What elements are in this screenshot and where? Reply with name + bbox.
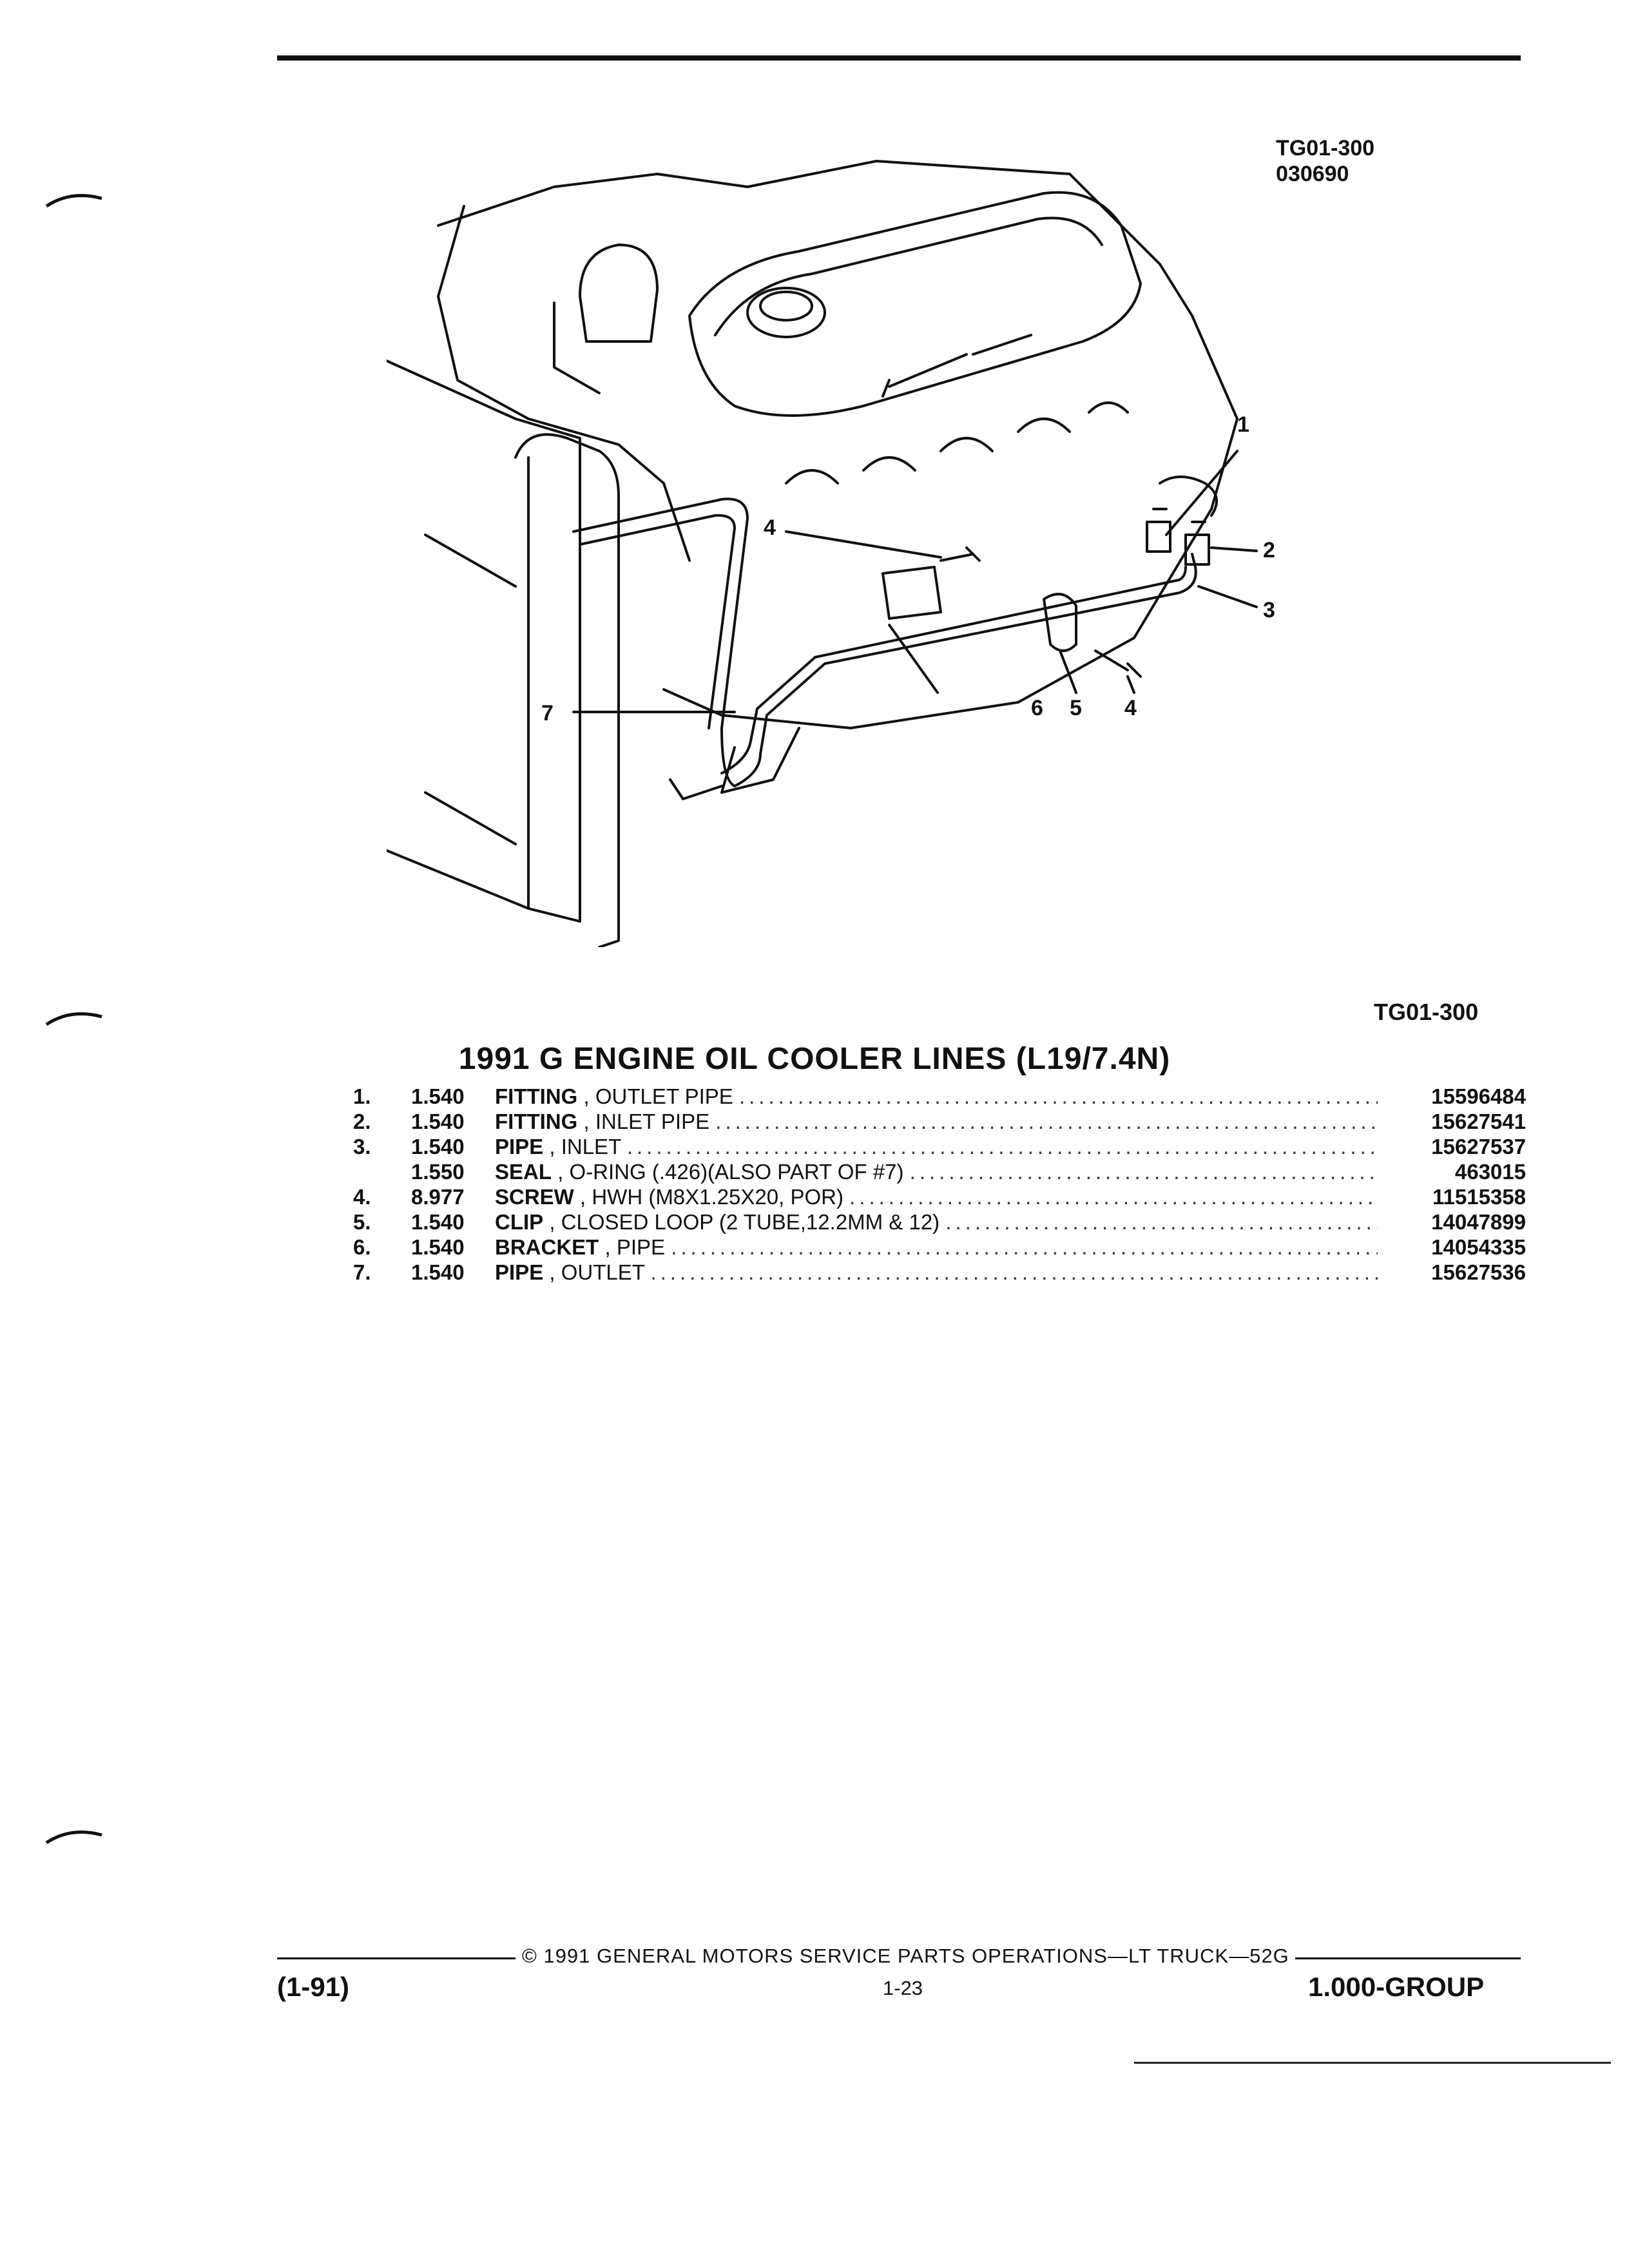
part-description: SEAL , O-RING (.426)(ALSO PART OF #7) ..… — [495, 1160, 1378, 1184]
group-number: 1.540 — [411, 1084, 465, 1108]
parts-list-row: 1.550 SEAL , O-RING (.426)(ALSO PART OF … — [353, 1159, 1526, 1184]
part-detail: , PIPE — [599, 1235, 666, 1259]
callout-label: 7 — [541, 701, 554, 726]
part-detail: , INLET — [543, 1135, 621, 1158]
part-name: SEAL — [495, 1160, 552, 1184]
footer-date: (1-91) — [277, 1972, 350, 2002]
part-detail: , OUTLET — [543, 1260, 645, 1284]
part-number: 11515358 — [1432, 1185, 1526, 1209]
part-detail: , CLOSED LOOP (2 TUBE,12.2MM & 12) — [543, 1210, 940, 1234]
part-description: CLIP , CLOSED LOOP (2 TUBE,12.2MM & 12) … — [495, 1210, 1378, 1234]
group-number: 1.540 — [411, 1235, 465, 1259]
figure-id: TG01-300 — [1374, 999, 1479, 1025]
footer-copyright: © 1991 GENERAL MOTORS SERVICE PARTS OPER… — [522, 1945, 1289, 1967]
callout-label: 2 — [1263, 538, 1275, 562]
footer-group: 1.000-GROUP — [1308, 1972, 1485, 2002]
part-number: 14054335 — [1431, 1235, 1526, 1259]
callout-label: 4 — [1124, 696, 1137, 720]
part-description: SCREW , HWH (M8X1.25X20, POR) ..........… — [495, 1185, 1378, 1209]
item-number: 7. — [353, 1260, 371, 1284]
footer-rule-left — [277, 1957, 516, 1959]
callout-label: 3 — [1263, 598, 1275, 622]
group-number: 1.540 — [411, 1210, 465, 1234]
parts-list-row: 1. 1.540 FITTING , OUTLET PIPE .........… — [353, 1084, 1526, 1109]
drawing-number: TG01-300 — [1276, 136, 1375, 160]
part-number: 463015 — [1454, 1160, 1526, 1184]
page-number: 1-23 — [883, 1977, 923, 1999]
callout-label: 1 — [1237, 412, 1249, 437]
part-number: 15627536 — [1431, 1260, 1526, 1284]
part-description: FITTING , INLET PIPE ...................… — [495, 1110, 1378, 1133]
part-number: 15596484 — [1431, 1084, 1526, 1108]
parts-list-row: 6. 1.540 BRACKET , PIPE ................… — [353, 1235, 1526, 1260]
item-number: 3. — [353, 1135, 371, 1158]
part-description: FITTING , OUTLET PIPE ..................… — [495, 1084, 1378, 1108]
part-description: PIPE , INLET ...........................… — [495, 1135, 1378, 1158]
callout-label: 5 — [1070, 696, 1082, 720]
callout-label: 6 — [1031, 696, 1043, 720]
part-detail: , HWH (M8X1.25X20, POR) — [574, 1185, 843, 1209]
part-detail: , INLET PIPE — [577, 1110, 710, 1133]
part-name: FITTING — [495, 1084, 578, 1108]
footer-rule-right — [1295, 1957, 1521, 1959]
drawing-date-code: 030690 — [1276, 162, 1349, 186]
item-number: 5. — [353, 1210, 371, 1234]
part-number: 15627541 — [1431, 1110, 1526, 1133]
parts-list-row: 4. 8.977 SCREW , HWH (M8X1.25X20, POR) .… — [353, 1184, 1526, 1209]
parts-list-row: 3. 1.540 PIPE , INLET ..................… — [353, 1134, 1526, 1159]
item-number: 1. — [353, 1084, 371, 1108]
part-name: PIPE — [495, 1135, 544, 1158]
parts-list-row: 7. 1.540 PIPE , OUTLET .................… — [353, 1260, 1526, 1285]
group-number: 1.540 — [411, 1260, 465, 1284]
part-detail: , O-RING (.426)(ALSO PART OF #7) — [552, 1160, 904, 1184]
parts-list-row: 5. 1.540 CLIP , CLOSED LOOP (2 TUBE,12.2… — [353, 1209, 1526, 1235]
group-number: 8.977 — [411, 1185, 465, 1209]
group-number: 1.550 — [411, 1160, 465, 1184]
part-name: PIPE — [495, 1260, 544, 1284]
group-number: 1.540 — [411, 1135, 465, 1158]
item-number: 2. — [353, 1110, 371, 1133]
bottom-rule — [1134, 2062, 1611, 2064]
engine-oil-cooler-diagram: 1 2 3 4 4 5 6 7 — [385, 148, 1405, 948]
scan-mark — [45, 1831, 102, 1845]
item-number: 6. — [353, 1235, 371, 1259]
group-number: 1.540 — [411, 1110, 465, 1133]
drawing-reference: TG01-300 030690 — [1276, 135, 1374, 187]
page-title: 1991 G ENGINE OIL COOLER LINES (L19/7.4N… — [458, 1042, 1171, 1076]
callout-label: 4 — [764, 515, 776, 540]
part-name: SCREW — [495, 1185, 574, 1209]
part-name: CLIP — [495, 1210, 544, 1234]
scan-mark — [45, 1012, 102, 1026]
top-rule — [277, 55, 1521, 61]
part-description: PIPE , OUTLET ..........................… — [495, 1260, 1378, 1284]
parts-list-row: 2. 1.540 FITTING , INLET PIPE ..........… — [353, 1109, 1526, 1134]
part-name: FITTING — [495, 1110, 578, 1133]
part-description: BRACKET , PIPE .........................… — [495, 1235, 1378, 1259]
item-number: 4. — [353, 1185, 371, 1209]
part-detail: , OUTLET PIPE — [577, 1084, 733, 1108]
parts-list: 1. 1.540 FITTING , OUTLET PIPE .........… — [353, 1084, 1526, 1285]
scan-mark — [45, 194, 102, 208]
part-name: BRACKET — [495, 1235, 599, 1259]
part-number: 14047899 — [1431, 1210, 1526, 1234]
exploded-view-illustration: 1 2 3 4 4 5 6 7 — [385, 160, 1275, 948]
part-number: 15627537 — [1431, 1135, 1526, 1158]
